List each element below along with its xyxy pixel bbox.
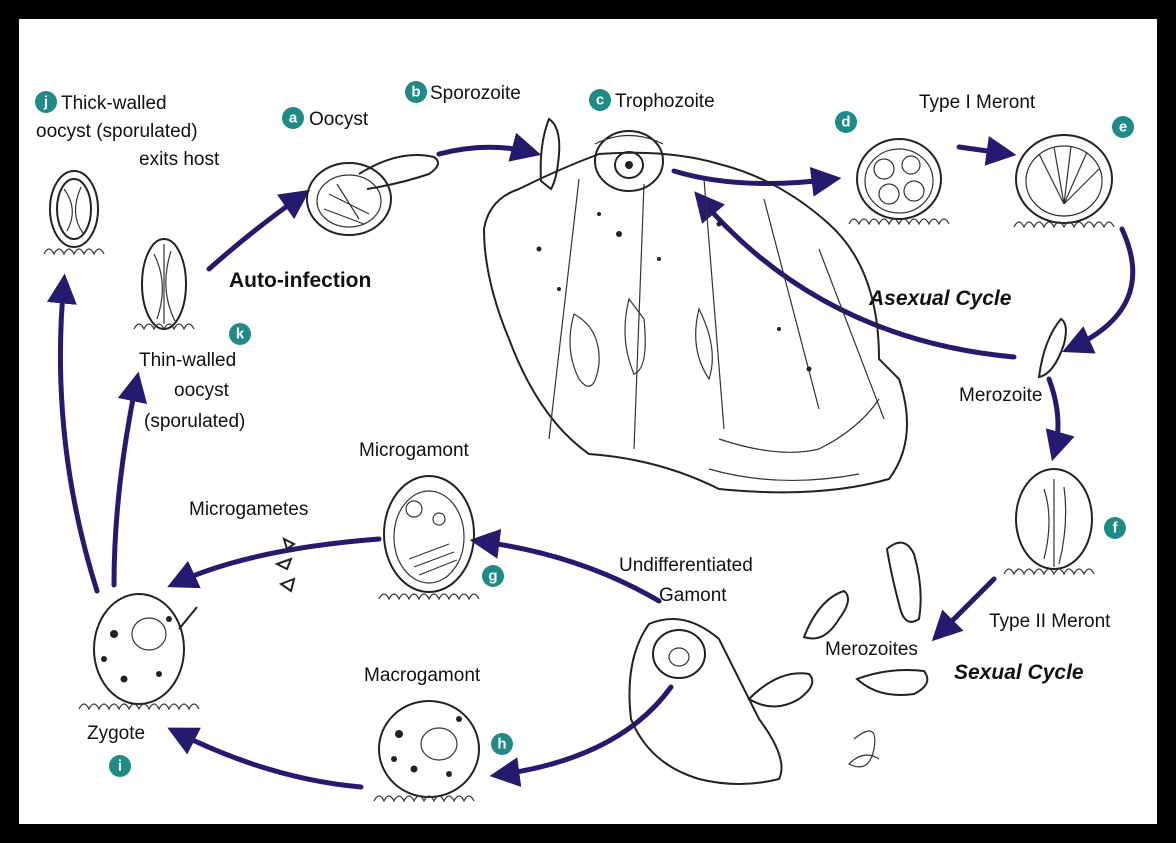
- arrow-oocyst-to-sporozoite: [439, 147, 534, 154]
- zygote-illustration: [79, 594, 199, 709]
- label-undifferentiated-1: Undifferentiated: [619, 555, 753, 576]
- label-microgametes: Microgametes: [189, 499, 308, 520]
- cycle-arrows: [60, 147, 1132, 787]
- arrow-zygote-to-thick-walled: [60, 281, 97, 591]
- svg-text:h: h: [497, 736, 506, 753]
- life-cycle-diagram: j a b c d e k f g h i Thick-walled oocys…: [19, 19, 1157, 824]
- arrow-trophozoite-to-meront1: [674, 171, 834, 184]
- svg-text:d: d: [841, 114, 850, 131]
- oocyst-illustration: [307, 155, 438, 235]
- label-asexual-cycle: Asexual Cycle: [868, 287, 1012, 310]
- merozoite-illustration: [1039, 319, 1066, 377]
- thin-walled-oocyst-illustration: [134, 239, 194, 329]
- label-sporozoite: Sporozoite: [430, 83, 521, 104]
- svg-text:a: a: [289, 110, 298, 127]
- badge-b: b: [405, 81, 427, 103]
- type1-meront-e-illustration: [1014, 135, 1114, 227]
- macrogamont-illustration: [374, 701, 479, 801]
- arrow-autoinfection: [209, 194, 304, 269]
- label-thick-walled-3: exits host: [139, 149, 220, 170]
- arrow-merozoite-to-meront2: [1049, 379, 1058, 454]
- svg-text:e: e: [1119, 119, 1127, 136]
- arrow-meront1-to-meront1e: [959, 147, 1009, 154]
- badge-k: k: [229, 323, 251, 345]
- label-merozoite: Merozoite: [959, 385, 1042, 406]
- host-epithelium-illustration: [484, 153, 907, 493]
- badge-e: e: [1112, 116, 1134, 138]
- label-auto-infection: Auto-infection: [229, 269, 371, 292]
- label-oocyst: Oocyst: [309, 109, 369, 130]
- label-thin-walled-2: oocyst: [174, 380, 230, 401]
- arrow-meront1-to-merozoite: [1069, 229, 1133, 349]
- arrow-microgamont-to-zygote: [174, 539, 379, 584]
- microgametes-illustration: [277, 539, 294, 591]
- label-type2-meront: Type II Meront: [989, 611, 1111, 632]
- microgamont-illustration: [379, 476, 479, 599]
- svg-text:b: b: [411, 84, 420, 101]
- badge-d: d: [835, 111, 857, 133]
- type1-meront-d-illustration: [849, 139, 949, 224]
- arrow-zygote-to-thin-walled: [114, 379, 137, 585]
- svg-text:j: j: [43, 94, 48, 111]
- sporozoite-illustration: [541, 119, 560, 189]
- label-microgamont: Microgamont: [359, 440, 470, 461]
- diagram-panel: j a b c d e k f g h i Thick-walled oocys…: [19, 19, 1157, 824]
- label-thick-walled-1: Thick-walled: [61, 93, 167, 114]
- label-thick-walled-2: oocyst (sporulated): [36, 121, 198, 142]
- svg-text:g: g: [488, 568, 497, 585]
- badge-c: c: [589, 89, 611, 111]
- badge-f: f: [1104, 517, 1126, 539]
- label-merozoites: Merozoites: [825, 639, 918, 660]
- badge-a: a: [282, 107, 304, 129]
- label-thin-walled-1: Thin-walled: [139, 350, 236, 371]
- label-type1-meront: Type I Meront: [919, 92, 1036, 113]
- arrow-gamont-to-macrogamont: [497, 687, 671, 775]
- badge-h: h: [491, 733, 513, 755]
- arrow-meront2-to-merozoites: [937, 579, 994, 636]
- type2-meront-illustration: [1004, 469, 1094, 574]
- label-undifferentiated-2: Gamont: [659, 585, 727, 606]
- label-sexual-cycle: Sexual Cycle: [954, 661, 1084, 684]
- label-zygote: Zygote: [87, 723, 145, 744]
- label-macrogamont: Macrogamont: [364, 665, 481, 686]
- svg-text:c: c: [596, 92, 604, 109]
- badge-i: i: [109, 755, 131, 777]
- arrow-macrogamont-to-zygote: [174, 731, 361, 787]
- badge-j: j: [35, 91, 57, 113]
- thick-walled-oocyst-illustration: [44, 171, 104, 254]
- badge-g: g: [482, 565, 504, 587]
- svg-text:k: k: [236, 326, 245, 343]
- trophozoite-illustration: [595, 131, 663, 191]
- svg-text:i: i: [118, 758, 122, 775]
- label-trophozoite: Trophozoite: [615, 91, 715, 112]
- label-thin-walled-3: (sporulated): [144, 411, 245, 432]
